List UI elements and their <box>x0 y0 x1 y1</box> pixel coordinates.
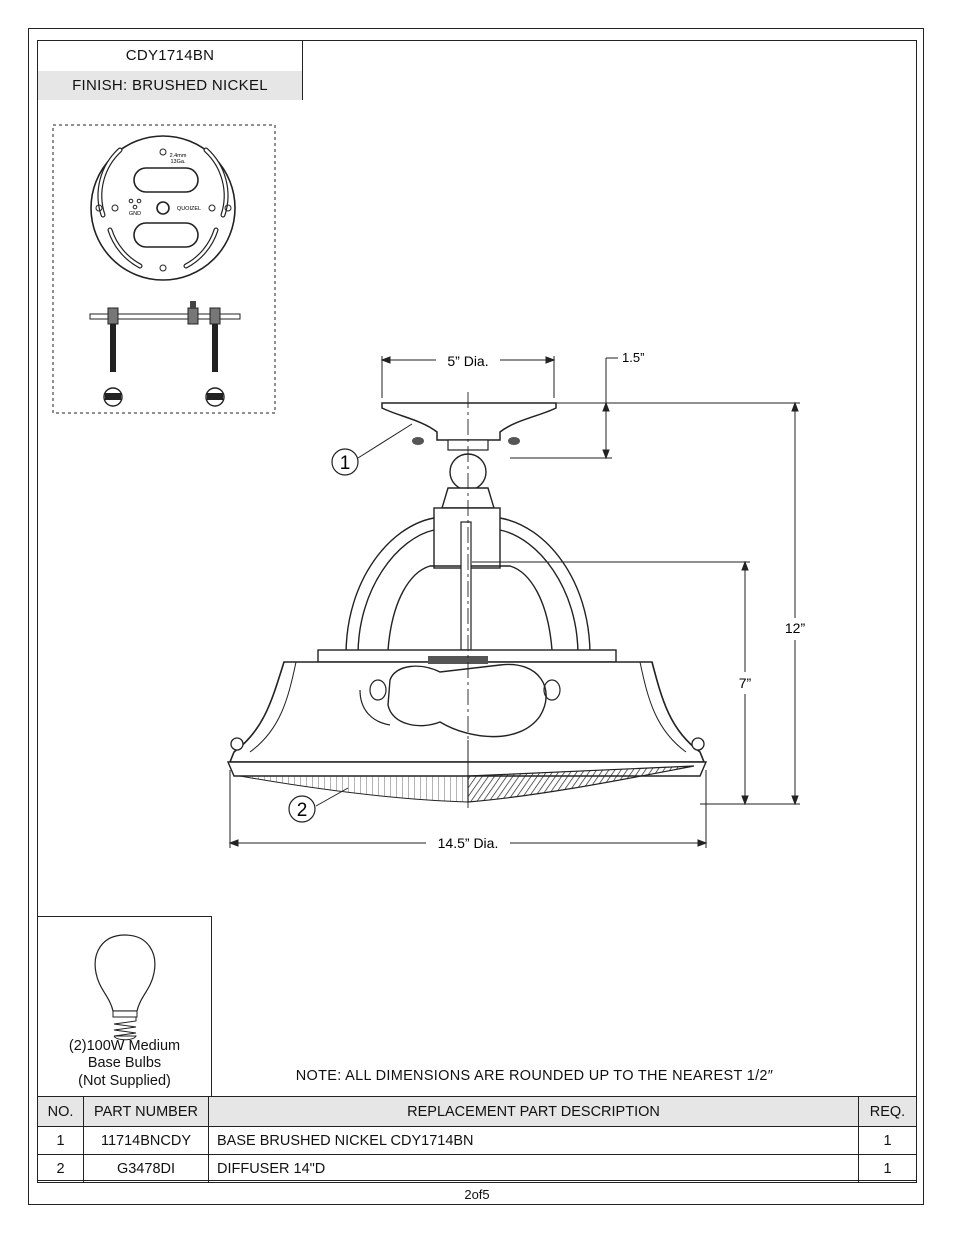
row-part-number: G3478DI <box>83 1154 209 1183</box>
callout-1: 1 <box>331 448 359 476</box>
bulb-base-type: Base Bulbs <box>87 1055 162 1071</box>
body-height-label: 7” <box>739 675 752 691</box>
row-no: 1 <box>37 1126 84 1155</box>
mounting-plate-top-view: 2.4mm 13Ga. GND QUOIZEL <box>90 135 236 281</box>
header-no: NO. <box>37 1096 84 1127</box>
row-req: 1 <box>858 1126 917 1155</box>
mounting-hardware-inset: 2.4mm 13Ga. GND QUOIZEL <box>52 124 276 414</box>
row-description: BASE BRUSHED NICKEL CDY1714BN <box>208 1126 859 1155</box>
overall-height-label: 12” <box>785 620 806 636</box>
ground-label: GND <box>129 211 141 217</box>
page-outer-border <box>28 28 924 1205</box>
dimensions-note: NOTE: ALL DIMENSIONS ARE ROUNDED UP TO T… <box>295 1068 774 1084</box>
table-row: 1 11714BNCDY BASE BRUSHED NICKEL CDY1714… <box>37 1126 917 1155</box>
canopy-height-label: 1.5” <box>622 350 644 365</box>
plate-gauge-label: 13Ga. <box>171 159 186 165</box>
light-bulb-icon <box>94 934 156 1041</box>
row-part-number: 11714BNCDY <box>83 1126 209 1155</box>
header-description: REPLACEMENT PART DESCRIPTION <box>208 1096 859 1127</box>
bulb-supply-note: (Not Supplied) <box>78 1073 171 1089</box>
callout-2: 2 <box>288 795 316 823</box>
callout-2-number: 2 <box>297 800 308 821</box>
fixture-body <box>226 402 708 803</box>
table-row: 2 G3478DI DIFFUSER 14"D 1 <box>37 1154 917 1183</box>
bulb-info-box: (2)100W Medium Base Bulbs (Not Supplied) <box>37 916 212 1096</box>
replacement-parts-table: NO. PART NUMBER REPLACEMENT PART DESCRIP… <box>37 1096 917 1183</box>
brand-label: QUOIZEL <box>177 206 201 212</box>
header-box: CDY1714BN FINISH: BRUSHED NICKEL <box>37 40 303 100</box>
row-no: 2 <box>37 1154 84 1183</box>
bulb-quantity-wattage: (2)100W Medium <box>68 1038 181 1054</box>
callout-1-number: 1 <box>340 453 351 474</box>
finish-label: FINISH: BRUSHED NICKEL <box>38 71 302 100</box>
row-req: 1 <box>858 1154 917 1183</box>
row-description: DIFFUSER 14"D <box>208 1154 859 1183</box>
table-header-row: NO. PART NUMBER REPLACEMENT PART DESCRIP… <box>37 1096 917 1127</box>
header-req: REQ. <box>858 1096 917 1127</box>
dimension-lines <box>228 356 800 848</box>
canopy-diameter-label: 5” Dia. <box>447 353 488 369</box>
header-part-number: PART NUMBER <box>83 1096 209 1127</box>
mounting-plate-side-view <box>89 301 241 407</box>
plate-thickness-label: 2.4mm <box>170 153 187 159</box>
page-number: 2of5 <box>464 1187 490 1202</box>
shade-diameter-label: 14.5” Dia. <box>438 835 499 851</box>
